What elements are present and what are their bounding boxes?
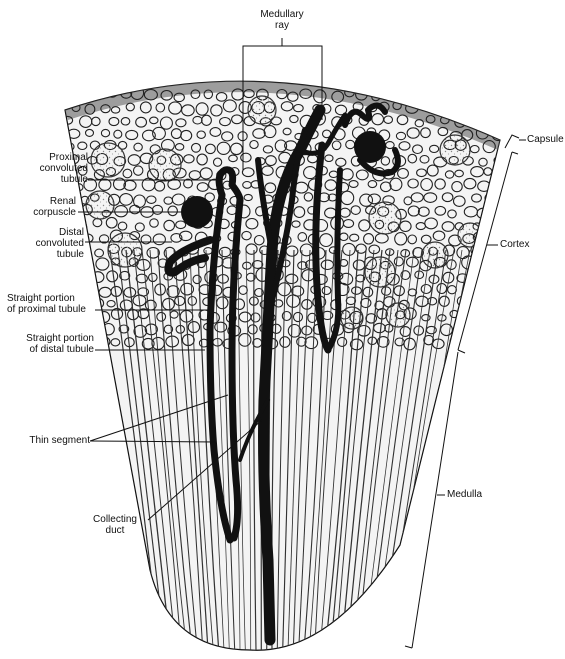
tubule-section — [78, 324, 87, 331]
label-renal-corpuscle: Renal corpuscle — [4, 196, 76, 218]
tubule-section — [485, 219, 496, 229]
tubule-section — [84, 260, 92, 267]
glomerulus — [365, 257, 395, 287]
tubule-section — [470, 323, 479, 330]
glomerulus — [248, 96, 276, 124]
tubule-section — [510, 117, 520, 125]
tubule-section — [455, 90, 463, 96]
tubule-section — [500, 195, 509, 202]
tubule-section — [450, 103, 460, 111]
renal-corpuscle — [181, 196, 213, 228]
tubule-section — [514, 195, 525, 206]
tubule-section — [515, 90, 524, 97]
tubule-section — [464, 333, 476, 346]
glomerulus — [149, 149, 181, 181]
glomerulus — [341, 307, 363, 329]
capsule-bracket — [505, 135, 519, 148]
tubule-section — [492, 288, 501, 296]
tubule-section — [508, 314, 518, 323]
tubule-section — [502, 154, 514, 163]
tubule-section — [515, 166, 526, 177]
tubule-section — [499, 116, 509, 126]
glomerulus — [386, 303, 410, 327]
tubule-section — [79, 91, 87, 100]
label-distal-convoluted-tubule: Distal convoluted tubule — [4, 227, 84, 260]
tubule-section — [444, 92, 453, 101]
glomerulus — [440, 135, 470, 165]
tubule-section — [503, 183, 513, 192]
tubule-section — [494, 104, 502, 111]
label-medulla: Medulla — [447, 489, 497, 500]
tubule-section — [512, 298, 523, 308]
label-straight-distal: Straight portion of distal tubule — [4, 333, 94, 355]
tubule-section — [512, 218, 524, 230]
tubule-section — [477, 287, 488, 297]
tubule-section — [486, 325, 496, 333]
tubule-section — [497, 269, 509, 281]
glomerulus — [108, 233, 142, 267]
tubule-section — [490, 181, 502, 193]
tubule-section — [493, 336, 502, 344]
label-collecting-duct: Collecting duct — [85, 514, 145, 536]
glomerulus — [422, 242, 448, 268]
tubule-section — [490, 237, 499, 244]
tubule-section — [93, 90, 102, 99]
tubule-section — [510, 272, 521, 282]
tubule-section — [501, 144, 510, 152]
tubule-section — [505, 283, 518, 294]
tubule-section — [65, 272, 77, 283]
glomerulus — [86, 191, 114, 219]
tubule-section — [411, 91, 424, 101]
label-thin-segment: Thin segment — [4, 435, 90, 446]
tubule-section — [425, 88, 437, 99]
tubule-section — [498, 325, 511, 335]
glomerulus — [91, 143, 125, 177]
tubule-section — [497, 249, 505, 256]
tubule-section — [465, 104, 474, 113]
tubule-section — [480, 105, 490, 115]
tubule-section — [486, 301, 495, 309]
tubule-section — [54, 260, 64, 268]
tubule-section — [76, 272, 89, 283]
renal-corpuscle — [354, 131, 386, 163]
tubule-section — [421, 103, 431, 111]
tubule-section — [62, 219, 72, 227]
tubule-section — [472, 298, 483, 307]
label-capsule: Capsule — [527, 134, 565, 145]
tubule-section — [507, 338, 520, 351]
tubule-section — [503, 103, 514, 114]
tubule-section — [432, 104, 444, 113]
tubule-section — [388, 90, 396, 99]
tubule-section — [494, 261, 503, 268]
label-proximal-convoluted-tubule: Proximal convoluted tubule — [4, 152, 88, 185]
tubule-section — [512, 323, 521, 331]
tubule-section — [483, 115, 495, 125]
label-medullary-ray: Medullary ray — [250, 9, 314, 31]
tubule-section — [477, 337, 490, 350]
tubule-section — [65, 92, 74, 99]
label-cortex: Cortex — [500, 239, 540, 250]
tubule-section — [501, 220, 510, 228]
tubule-section — [62, 324, 73, 333]
tubule-section — [455, 327, 464, 334]
tubule-section — [505, 258, 517, 271]
tubule-section — [469, 92, 481, 102]
tubule-section — [59, 131, 68, 140]
label-straight-proximal: Straight portion of proximal tubule — [7, 293, 117, 315]
tubule-section — [484, 89, 493, 97]
tubule-section — [505, 205, 516, 215]
tubule-section — [473, 309, 486, 322]
tubule-section — [67, 260, 80, 271]
tubule-section — [489, 313, 502, 324]
tubule-section — [496, 90, 505, 98]
glomerulus — [369, 202, 401, 234]
tubule-section — [58, 102, 68, 110]
tubule-section — [399, 92, 410, 102]
tubule-section — [483, 271, 491, 279]
tubule-section — [473, 117, 483, 127]
tubule-section — [497, 297, 509, 308]
glomerulus — [458, 223, 482, 247]
